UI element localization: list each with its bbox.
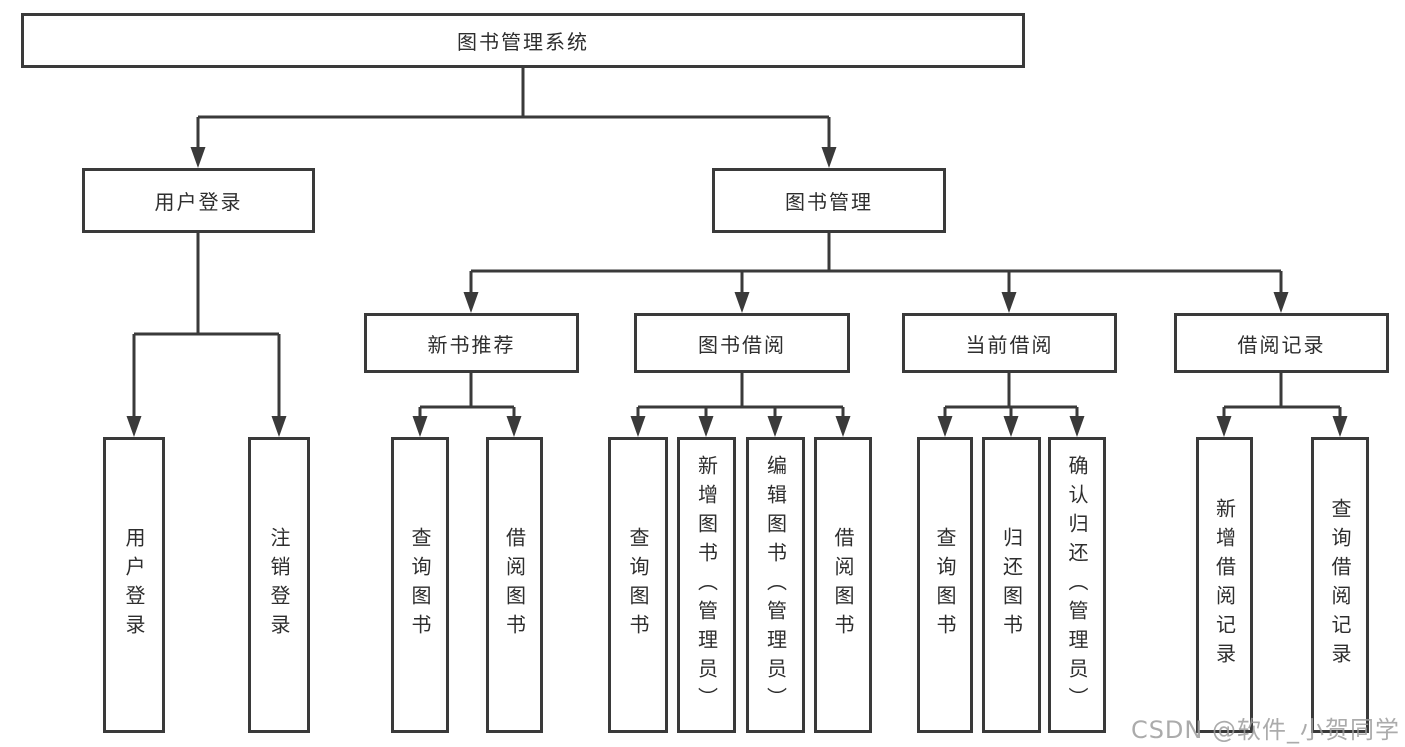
node-book-management-label: 图书管理 [785,190,873,214]
node-library-system-label: 图书管理系统 [457,30,589,54]
node-borrowing-records: 借阅记录 [1174,313,1389,373]
leaf-return-books-label: 归还图书 [999,527,1024,643]
csdn-watermark: CSDN @软件_小贺同学 [1130,716,1400,744]
leaf-user-login-label: 用户登录 [122,527,146,643]
node-book-borrowing: 图书借阅 [634,313,850,373]
node-book-management: 图书管理 [712,168,946,233]
leaf-query-books-3: 查询图书 [917,437,973,733]
leaf-user-login: 用户登录 [103,437,165,733]
node-user-login: 用户登录 [82,168,315,233]
leaf-edit-book-admin-label: 编辑图书（管理员） [763,454,788,716]
leaf-query-borrow-record: 查询借阅记录 [1311,437,1369,733]
arrowheads [126,147,1348,437]
leaf-confirm-return-admin-label: 确认归还（管理员） [1065,454,1089,716]
leaf-query-books-1-label: 查询图书 [408,527,432,643]
leaf-query-books-3-label: 查询图书 [933,527,957,643]
node-book-borrowing-label: 图书借阅 [698,332,786,357]
leaf-borrow-books-2: 借阅图书 [814,437,872,733]
leaf-return-books: 归还图书 [982,437,1041,733]
leaf-borrow-books-1-label: 借阅图书 [502,527,527,643]
leaf-logout: 注销登录 [248,437,310,733]
leaf-edit-book-admin: 编辑图书（管理员） [746,437,805,733]
node-user-login-label: 用户登录 [154,190,243,214]
leaf-query-books-2-label: 查询图书 [626,527,650,643]
node-new-book-recommend: 新书推荐 [364,313,579,373]
leaf-query-books-2: 查询图书 [608,437,668,733]
node-new-book-recommend-label: 新书推荐 [427,332,516,357]
node-current-borrowing: 当前借阅 [902,313,1117,373]
leaf-add-borrow-record-label: 新增借阅记录 [1212,498,1237,672]
leaf-add-book-admin-label: 新增图书（管理员） [694,454,719,716]
leaf-add-borrow-record: 新增借阅记录 [1196,437,1253,733]
leaf-borrow-books-1: 借阅图书 [486,437,543,733]
leaf-add-book-admin: 新增图书（管理员） [677,437,736,733]
leaf-confirm-return-admin: 确认归还（管理员） [1048,437,1106,733]
leaf-borrow-books-2-label: 借阅图书 [831,527,855,643]
node-current-borrowing-label: 当前借阅 [965,332,1054,357]
node-borrowing-records-label: 借阅记录 [1237,332,1326,357]
leaf-logout-label: 注销登录 [267,527,291,643]
leaf-query-books-1: 查询图书 [391,437,449,733]
leaf-query-borrow-record-label: 查询借阅记录 [1328,498,1352,672]
node-library-system: 图书管理系统 [21,13,1025,68]
